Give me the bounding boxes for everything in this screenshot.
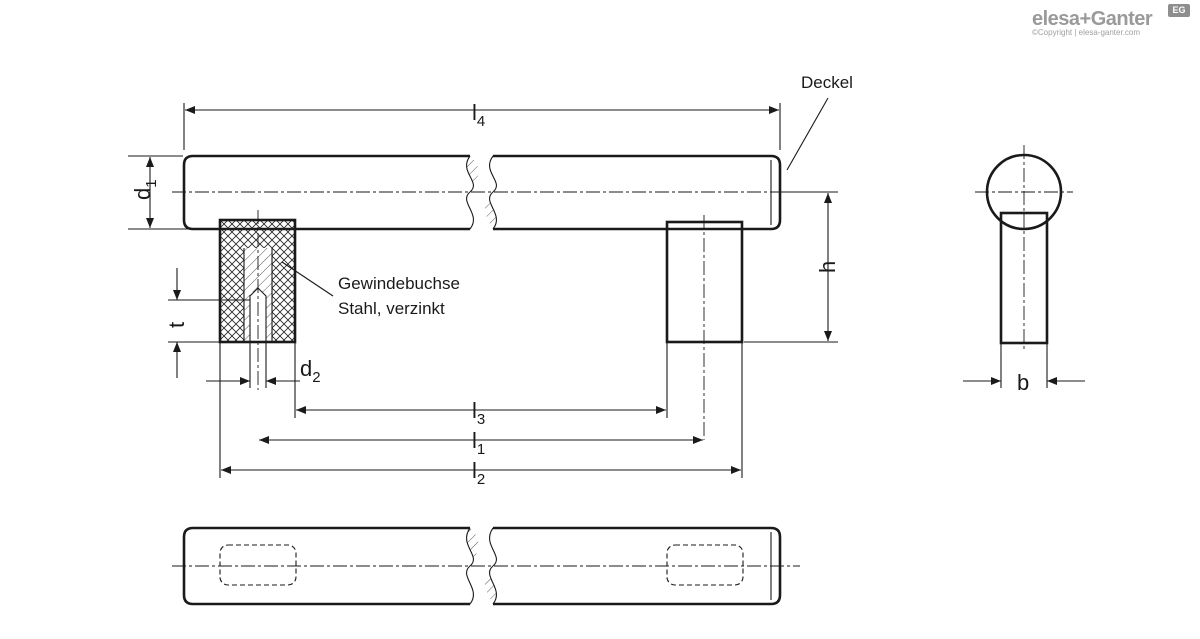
dim-l4: [183, 103, 781, 150]
label-t: t: [164, 322, 189, 328]
dim-t: [168, 268, 250, 378]
label-deckel: Deckel: [801, 73, 853, 92]
label-l2: l2: [472, 458, 485, 488]
label-l4: l4: [472, 100, 485, 130]
label-d2: d2: [300, 356, 321, 386]
left-support-section: [218, 210, 297, 390]
label-b: b: [1017, 370, 1029, 395]
label-d1: d1: [130, 179, 160, 200]
right-support-outline: [665, 220, 744, 344]
bottom-slot-right: [666, 544, 744, 586]
brand-logo: elesa+Ganter ©Copyright | elesa-ganter.c…: [1032, 8, 1153, 37]
label-bushing-material: Gewindebuchse: [338, 274, 460, 293]
bottom-view: [172, 526, 800, 606]
end-cap: [770, 154, 782, 231]
label-h: h: [815, 261, 840, 273]
break-hatch-2: [485, 192, 497, 229]
copyright-text: ©Copyright | elesa-ganter.com: [1032, 28, 1141, 37]
right-support: [665, 215, 744, 440]
dim-l2: [219, 342, 743, 478]
left-support-outline: [218, 218, 297, 344]
brand-name: elesa+Ganter: [1032, 8, 1153, 30]
bottom-slot-left: [219, 544, 297, 586]
dim-d2: [206, 342, 300, 388]
bushing-leader: [281, 261, 334, 297]
dim-h: [744, 191, 838, 343]
dim-l3: [294, 342, 668, 418]
label-l3: l3: [472, 398, 485, 428]
label-l1: l1: [472, 428, 485, 458]
bar-left-outline: [182, 154, 470, 231]
front-view-bar: [172, 154, 800, 231]
brand-badge: EG: [1168, 4, 1190, 17]
break-hatch-1: [466, 156, 479, 192]
deckel-leader: [786, 97, 829, 171]
dim-d1: [128, 155, 218, 230]
side-view: [963, 145, 1085, 388]
label-bushing-finish: Stahl, verzinkt: [338, 299, 445, 318]
bar-right-outline: [493, 154, 771, 231]
